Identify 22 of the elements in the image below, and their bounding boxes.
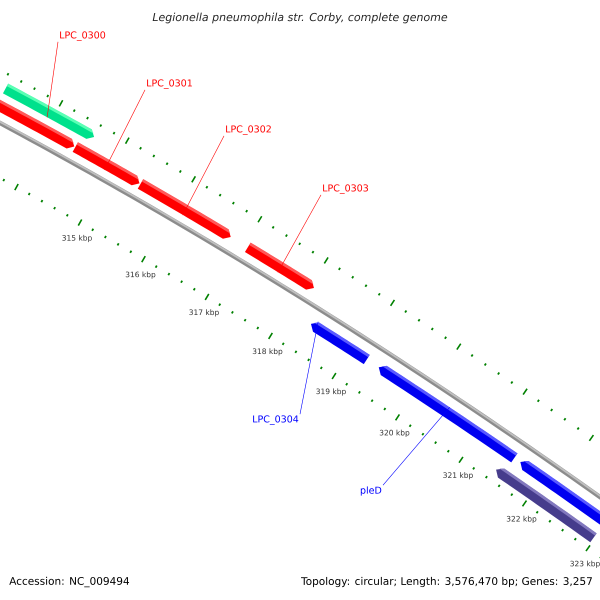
leader-line [46, 42, 58, 118]
leader-line [382, 406, 450, 486]
gene-feature [0, 100, 74, 150]
leader-line [278, 194, 322, 273]
gene-label: LPC_0303 [323, 184, 368, 194]
gene-feature [378, 366, 518, 462]
gene-label: LPC_0300 [60, 31, 106, 41]
gene-label: LPC_0302 [226, 125, 271, 135]
gene-feature [138, 179, 231, 240]
leader-line [182, 136, 224, 216]
leader-line [300, 321, 318, 414]
leader-line [104, 90, 146, 170]
accession-text: Accession: NC_009494 [9, 576, 130, 588]
gene-feature [310, 321, 370, 364]
title: Legionella pneumophila str. Corby, complete genome [152, 12, 448, 24]
gene-label: LPC_0304 [253, 415, 298, 425]
gene-label: pleD [360, 486, 382, 496]
gene-feature [244, 242, 314, 291]
genome-info-text: Topology: circular; Length: 3,576,470 bp; Genes: 3,257 [301, 576, 592, 588]
gene-feature [72, 142, 140, 186]
gene-label: LPC_0301 [147, 79, 192, 89]
gene-feature [496, 468, 597, 542]
